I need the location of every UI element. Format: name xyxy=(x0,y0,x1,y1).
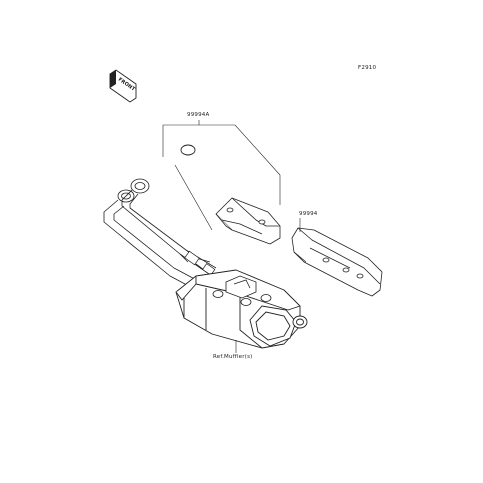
o-ring-gasket xyxy=(180,144,196,156)
reference-label[interactable]: Ref.Muffler(s) xyxy=(213,354,253,360)
heat-guard-b xyxy=(291,227,383,297)
kit-bracket xyxy=(162,120,281,231)
heat-guard-a xyxy=(215,197,281,245)
muffler-mounts xyxy=(212,275,272,306)
muffler-end-cap xyxy=(249,305,308,347)
part-label-99994A[interactable]: 99994A xyxy=(187,112,210,118)
part-label-99994[interactable]: 99994 xyxy=(299,211,318,217)
front-arrow-icon: FRONT xyxy=(109,69,137,103)
figure-code: F2910 xyxy=(358,65,377,71)
pipe-clamps xyxy=(184,250,216,276)
exhaust-flange-front xyxy=(117,178,150,203)
